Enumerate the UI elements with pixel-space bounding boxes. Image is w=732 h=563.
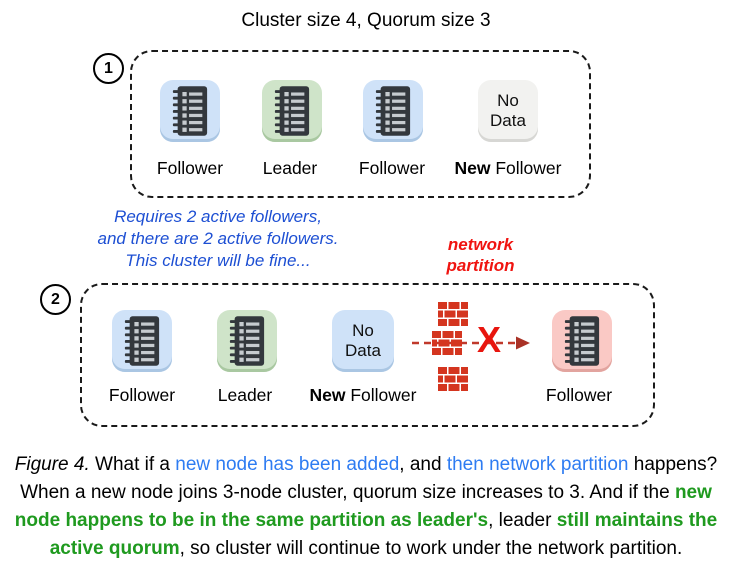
diagram-title: Cluster size 4, Quorum size 3 — [241, 10, 491, 31]
notebook-icon — [274, 86, 310, 136]
node-leader-2 — [217, 310, 277, 372]
caption-line: active quorum, so cluster will continue … — [0, 535, 732, 563]
caption-segment: , so cluster will continue to work under… — [179, 538, 683, 559]
step-2-badge: 2 — [40, 284, 71, 315]
dashed-arrow-icon — [412, 336, 530, 350]
node-follower-1 — [160, 80, 220, 142]
node-follower-3 — [112, 310, 172, 372]
node-new-follower-1: No Data — [478, 80, 538, 142]
caption-segment: node happens to be in the same partition… — [14, 510, 489, 531]
caption-segment: What if a — [89, 454, 176, 475]
caption-segment: new — [674, 482, 712, 503]
caption-segment: then network partition — [446, 454, 629, 475]
node-new-follower-2: No Data — [332, 310, 394, 372]
caption-line: Figure 4. What if a new node has been ad… — [0, 451, 732, 479]
node-label: New Follower — [309, 385, 417, 405]
caption-line: node happens to be in the same partition… — [0, 507, 732, 535]
node-follower-2 — [363, 80, 423, 142]
caption-segment: active quorum — [49, 538, 180, 559]
node-follower-4 — [552, 310, 612, 372]
caption-segment: When a new node joins 3-node cluster, qu… — [20, 482, 675, 503]
node-label: Follower — [156, 158, 224, 178]
notebook-icon — [375, 86, 411, 136]
node-label: Leader — [262, 158, 318, 178]
caption-segment: happens? — [628, 454, 718, 475]
notebook-icon — [172, 86, 208, 136]
cluster-box-1 — [130, 50, 591, 198]
cluster-box-2 — [80, 283, 655, 427]
node-label: Follower — [108, 385, 176, 405]
caption-segment: Figure 4. — [14, 454, 90, 475]
node-label: New Follower — [454, 158, 562, 178]
step-1-badge: 1 — [93, 53, 124, 84]
node-label: Follower — [545, 385, 613, 405]
brick-wall-icon — [438, 302, 468, 326]
no-data-text: No Data — [345, 321, 381, 360]
notebook-icon — [124, 316, 160, 366]
caption-segment: , leader — [488, 510, 557, 531]
network-partition-label: network partition — [446, 235, 515, 275]
notebook-icon — [229, 316, 265, 366]
caption-segment: still maintains the — [556, 510, 718, 531]
node-label: Follower — [358, 158, 426, 178]
no-data-text: No Data — [490, 91, 526, 130]
brick-wall-icon — [432, 331, 462, 355]
node-label: Leader — [217, 385, 273, 405]
caption-segment: , and — [399, 454, 447, 475]
partition-arrow — [410, 332, 535, 359]
node-leader-1 — [262, 80, 322, 142]
brick-wall-icon — [438, 367, 468, 391]
caption-line: When a new node joins 3-node cluster, qu… — [0, 479, 732, 507]
notebook-icon — [564, 316, 600, 366]
caption-segment: new node has been added — [175, 454, 400, 475]
quorum-note: Requires 2 active followers, and there a… — [97, 207, 339, 270]
figure-caption: Figure 4. What if a new node has been ad… — [0, 451, 732, 563]
x-mark-icon: X — [477, 319, 502, 360]
